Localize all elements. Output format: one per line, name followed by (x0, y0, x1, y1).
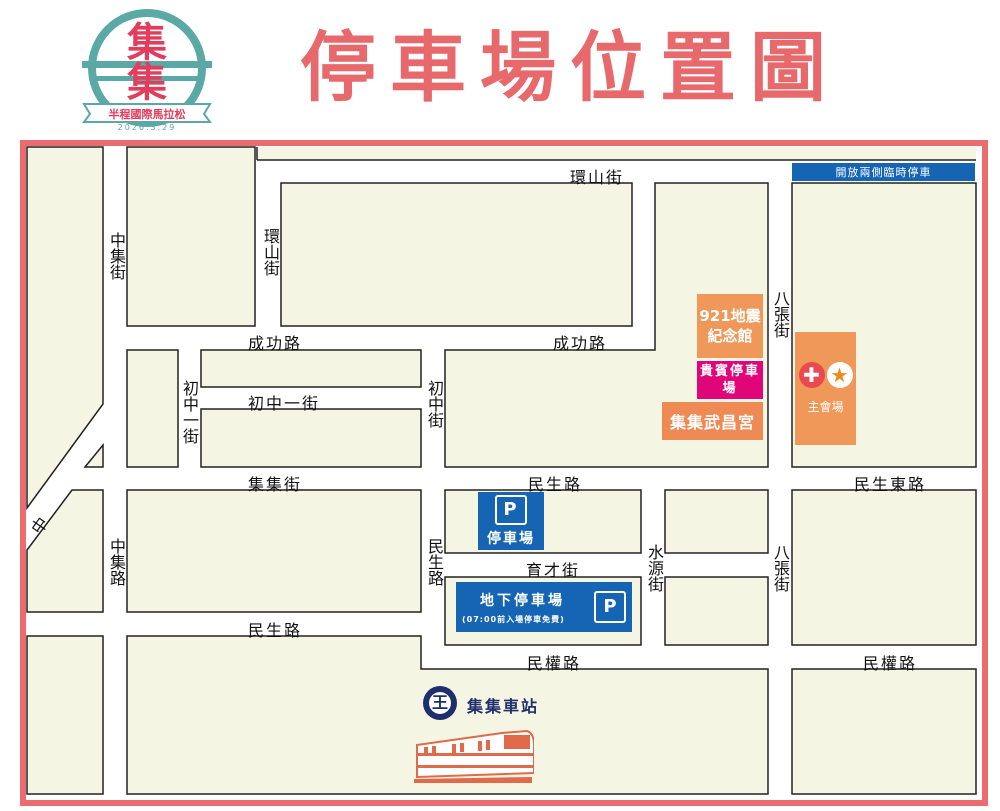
block (126, 489, 422, 613)
road-label-huanshan: 環山街 (570, 168, 625, 187)
block (444, 182, 769, 468)
block (126, 349, 179, 468)
memorial-hall-text: 921地震紀念館 (699, 307, 761, 345)
star-icon: ★ (826, 362, 853, 388)
road-label-jiji-st: 集集街 (248, 475, 303, 494)
svg-text:集: 集 (126, 60, 167, 106)
block (664, 576, 769, 646)
block (26, 489, 104, 613)
road-label-minsheng: 民生路 (528, 475, 583, 494)
svg-text:集: 集 (126, 20, 167, 66)
open-parking-banner: 開放兩側臨時停車 (792, 163, 975, 181)
road-label-minsheng-w: 民生路 (248, 621, 303, 640)
road-label-chenggong-w: 成功路 (248, 334, 303, 353)
block (664, 489, 769, 554)
railway-logo-mark: 王 (429, 692, 451, 714)
road-label-bazhang-n: 八張街 (771, 290, 790, 338)
parking-lot: P 停車場 (478, 492, 544, 550)
block (791, 668, 977, 795)
road-label-minsheng-v: 民生路 (425, 538, 444, 586)
block (26, 146, 104, 511)
parking-icon: P (594, 591, 626, 623)
road-label-minquan-e: 民權路 (863, 654, 918, 673)
underground-parking-note: (07:00前入場停車免費) (462, 614, 565, 624)
svg-text:半程國際馬拉松: 半程國際馬拉松 (109, 107, 186, 121)
svg-text:2026.3.29: 2026.3.29 (118, 123, 177, 131)
block (83, 442, 104, 468)
parking-icon: P (495, 494, 527, 525)
marathon-logo: 集 集 半程國際馬拉松 2026.3.29 (82, 9, 212, 131)
road-label-shuiyuan: 水源街 (645, 544, 664, 592)
block (200, 349, 422, 388)
page-title: 停車場位置圖 (300, 23, 840, 112)
block (791, 489, 977, 646)
block (280, 182, 633, 327)
temple-label: 集集武昌宮 (662, 402, 763, 440)
main-venue: ✚ ★ 主會場 (795, 332, 856, 445)
road-label-minquan: 民權路 (527, 654, 582, 673)
first-aid-icon: ✚ (798, 362, 825, 388)
vip-parking-text: 貴賓停車場 (700, 364, 761, 396)
road-label-huanshan-side: 環山街 (261, 228, 280, 276)
parking-text: 停車場 (487, 530, 535, 547)
train-icon (414, 729, 534, 783)
underground-parking: 地下停車場 (07:00前入場停車免費) P (456, 582, 632, 632)
road-label-chuzhongyi-v: 初中一街 (180, 380, 199, 444)
block (26, 635, 104, 795)
map-edge-strip (257, 147, 976, 160)
memorial-hall-label: 921地震紀念館 (697, 294, 763, 358)
road-label-chuzhong: 初中街 (425, 380, 444, 428)
road-label-zhongji-rd: 中集路 (107, 538, 126, 586)
main-venue-text: 主會場 (807, 400, 844, 414)
road-label-bazhang-s: 八張街 (771, 544, 790, 592)
block (200, 408, 422, 468)
vip-parking-label: 貴賓停車場 (697, 361, 763, 399)
road-label-minsheng-east: 民生東路 (854, 475, 927, 494)
station-label: 集集車站 (467, 697, 540, 716)
block (126, 146, 256, 327)
road-label-chenggong-e: 成功路 (553, 334, 608, 353)
road-label-zhongji-st: 中集街 (107, 232, 126, 280)
road-label-yucai: 育才街 (526, 561, 581, 580)
underground-parking-text: 地下停車場 (480, 592, 565, 609)
road-label-chuzhongyi: 初中一街 (248, 394, 321, 413)
